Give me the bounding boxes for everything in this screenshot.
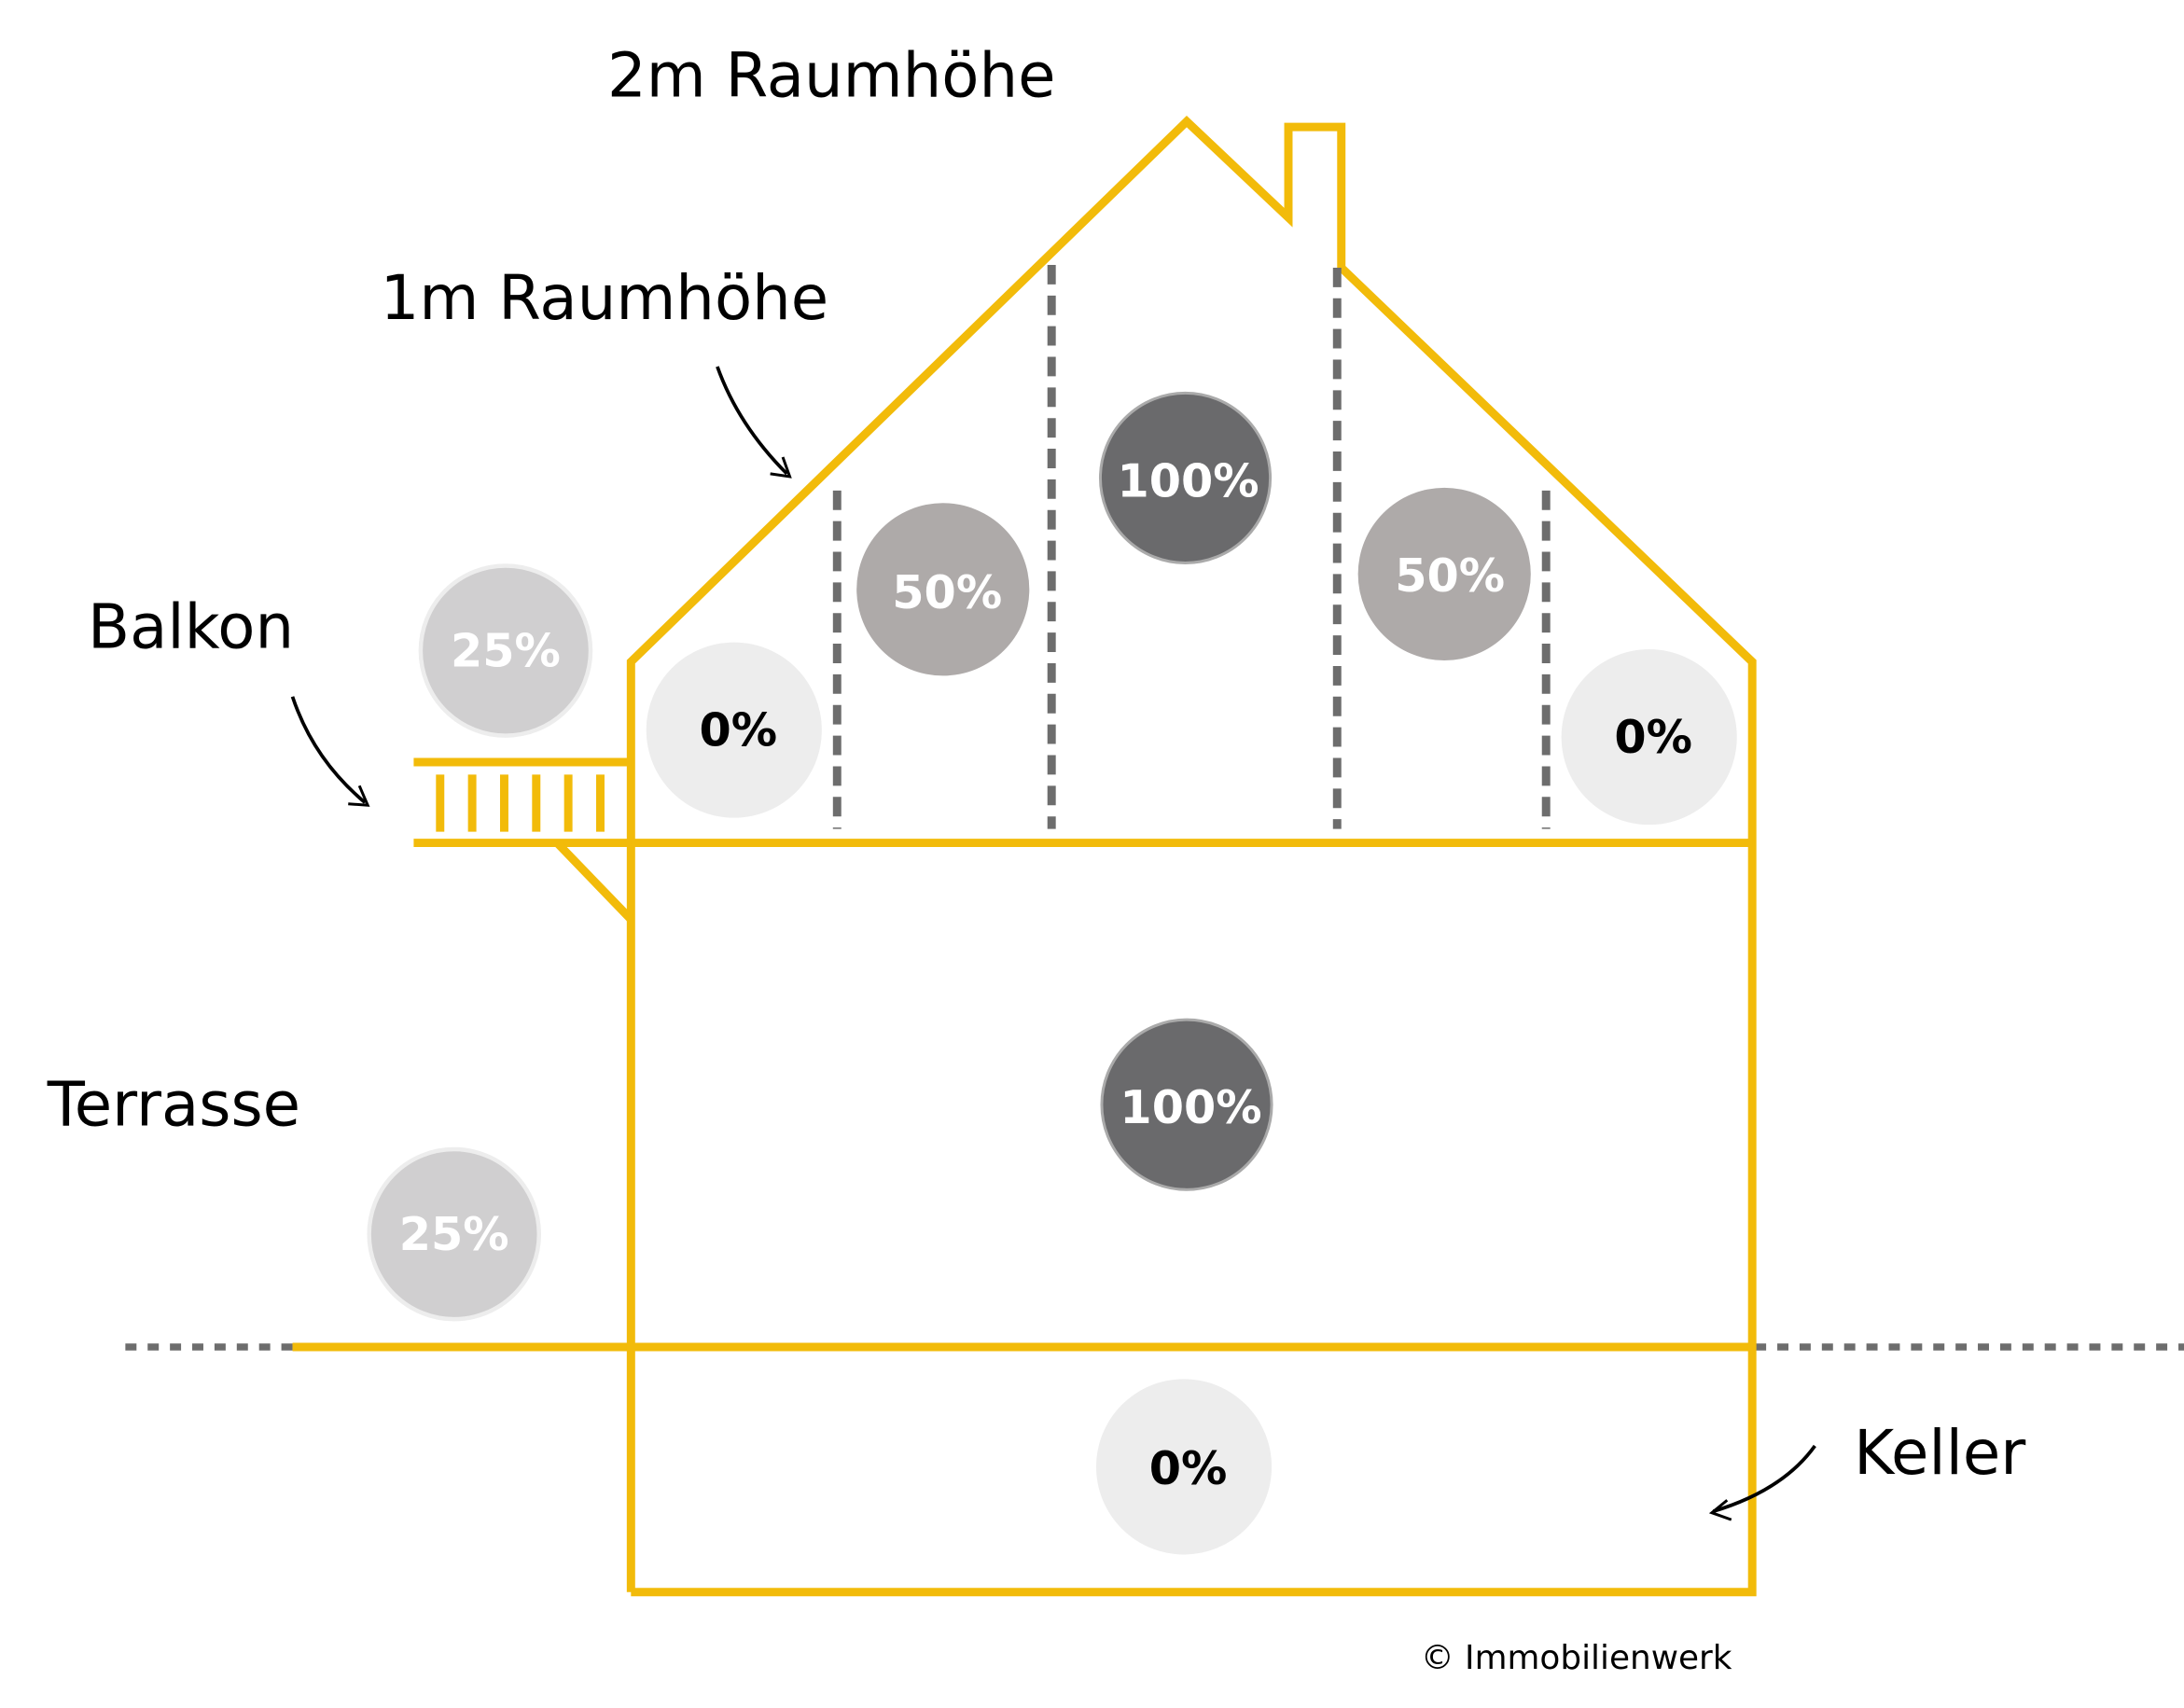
balcony-shape (413, 757, 634, 923)
svg-text:0%: 0% (699, 703, 777, 757)
label-2m-room-height: 2m Raumhöhe (607, 40, 1056, 111)
copyright-notice: © Immobilienwerk (1421, 1639, 1732, 1677)
percent-badge-attic-left-mid: 50% (856, 503, 1030, 676)
svg-text:100%: 100% (1117, 453, 1259, 507)
svg-text:25%: 25% (451, 624, 561, 678)
label-1m-room-height: 1m Raumhöhe (381, 263, 829, 334)
svg-text:100%: 100% (1120, 1080, 1261, 1134)
label-balkon: Balkon (88, 592, 294, 663)
svg-text:25%: 25% (399, 1207, 509, 1261)
svg-text:50%: 50% (892, 565, 1002, 619)
arrow-icon (290, 366, 1816, 1521)
percent-badge-attic-right-mid: 50% (1357, 487, 1531, 660)
svg-text:50%: 50% (1395, 549, 1505, 603)
label-terrasse: Terrasse (47, 1070, 300, 1141)
percent-badge-ground-floor: 100% (1100, 1018, 1273, 1191)
svg-text:0%: 0% (1614, 710, 1692, 764)
percent-badge-basement: 0% (1095, 1379, 1273, 1555)
percent-badge-attic-center: 100% (1098, 391, 1273, 564)
percent-badge-balkon: 25% (418, 563, 593, 738)
svg-text:0%: 0% (1149, 1441, 1228, 1495)
percent-badge-attic-right-edge: 0% (1561, 649, 1737, 826)
house-outline (626, 115, 1757, 1597)
label-keller: Keller (1854, 1418, 2025, 1489)
percent-badge-terrasse: 25% (367, 1146, 542, 1322)
percent-badge-attic-left-edge: 0% (646, 642, 822, 818)
